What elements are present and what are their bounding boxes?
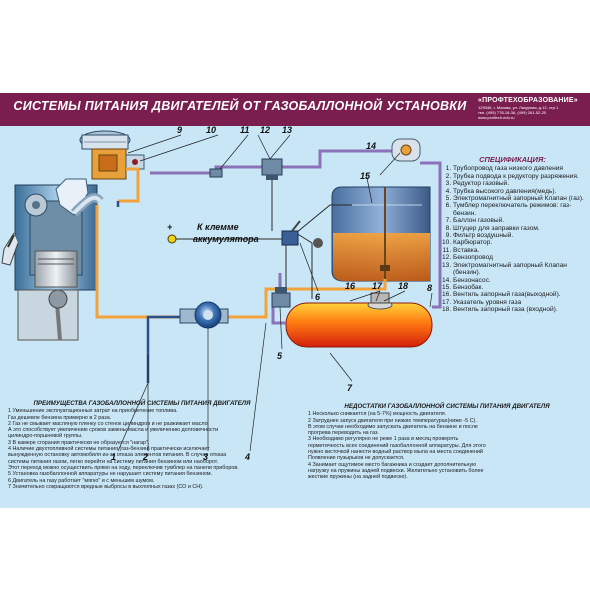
specification-list: СПЕЦИФИКАЦИЯ: Трубопровод газа низкого д… [440,156,585,314]
callout-3: 3 [203,452,208,462]
disadvantages-title: НЕДОСТАТКИ ГАЗОБАЛЛОННОЙ СИСТЕМЫ ПИТАНИЯ… [344,403,550,410]
disadvantages-line: жесткие пружины (на задней подвеске). [308,474,408,481]
callout-15: 15 [360,171,371,181]
callout-5: 5 [277,351,283,361]
publisher-name: «ПРОФТЕХОБРАЗОВАНИЕ» [478,97,578,104]
spec-item: Указатель уровня газа [453,299,585,306]
callout-18: 18 [398,281,408,291]
spec-item: Электромагнитный запорный Клапан (бензин… [453,262,585,277]
spec-item: Тумблер переключатель режимов: газ-бензи… [453,202,585,217]
advantages-line: 5 Установка газобаллонной аппаратуры не … [8,471,213,478]
fuel-pump [391,138,421,162]
advantages-line: Газ дешевле бензина примерно в 2 раза. [8,414,112,421]
solenoid-valve-gas [271,287,291,308]
spec-item: Вентиль запорный газа (входной). [453,306,585,313]
publisher-web: www.proftech.edu.ru [478,115,515,120]
clamp-label-line1: К клемме [197,222,239,232]
battery-clamp [167,234,177,244]
callout-9: 9 [177,125,182,135]
callout-14: 14 [366,141,376,151]
spec-item: Электромагнитный запорный Клапан (газ). [453,195,585,202]
advantages-line: 6 Двигатель на газу работает "мягко" и с… [8,477,155,484]
disadvantages-block: НЕДОСТАТКИ ГАЗОБАЛЛОННОЙ СИСТЕМЫ ПИТАНИЯ… [308,403,586,481]
gas-reducer [179,301,229,329]
publisher-address: 129346, г. Москва, ул. Лазурная, д.12, с… [478,105,559,110]
disadvantages-line: герметичность всех соединений газобаллон… [308,442,486,449]
poster-title: СИСТЕМЫ ПИТАНИЯ ДВИГАТЕЛЕЙ ОТ ГАЗОБАЛЛОН… [13,99,467,113]
spec-item: Вентиль запорный газа(выходной). [453,291,585,298]
disadvantages-line: Появление пузырьков не допускается. [308,455,405,462]
disadvantages-line: 1 Несколько снижается (на 5-7%) мощность… [308,411,447,418]
disadvantages-line: прогрева переводить на газ. [308,430,379,437]
advantages-line: А это способствует увеличению сроков зам… [8,427,219,434]
advantages-line: 4 Наличие двухтопливной системы питания … [8,446,210,453]
wiring [175,171,352,299]
callout-6: 6 [315,292,321,302]
spec-item: Вставка. [453,247,585,254]
spec-item: Трубопровод газа низкого давления [453,165,585,172]
callout-16: 16 [345,281,356,291]
publisher-block: «ПРОФТЕХОБРАЗОВАНИЕ» 129346, г. Москва, … [478,96,584,120]
advantages-line: 1 Уменьшение эксплуатационных затрат на … [8,408,178,415]
advantages-line: 2 Газ не смывает масляную пленку со стен… [8,420,208,427]
spec-item: Бензонасос. [453,277,585,284]
spec-item: Фильтр воздушный. [453,232,585,239]
specification-items: Трубопровод газа низкого давления Трубка… [440,165,585,313]
spec-item: Бензобак. [453,284,585,291]
advantages-title: ПРЕИМУЩЕСТВА ГАЗОБАЛЛОННОЙ СИСТЕМЫ ПИТАН… [33,400,251,407]
title-banner: СИСТЕМЫ ПИТАНИЯ ДВИГАТЕЛЕЙ ОТ ГАЗОБАЛЛОН… [0,93,590,126]
callout-leaders [117,134,433,452]
callout-11: 11 [240,125,249,135]
disadvantages-line: нужно кисточкой нанести водный раствор м… [308,449,483,456]
callout-10: 10 [206,125,216,135]
spec-item: Трубка высокого давления(медь). [453,188,585,195]
insert [209,168,223,178]
solenoid-valve-petrol [261,158,283,180]
advantages-block: ПРЕИМУЩЕСТВА ГАЗОБАЛЛОННОЙ СИСТЕМЫ ПИТАН… [8,400,276,490]
disadvantages-line: 3 Необходимо регулярно не реже 1 раза в … [308,436,459,443]
spec-item: Баллон газовый. [453,217,585,224]
carburetor [91,148,145,180]
spec-item: Редуктор газовый. [453,180,585,187]
disadvantages-line: 4 Занимает ощутимое место багажника и со… [308,461,477,468]
spec-item: Бензопровод [453,254,585,261]
callout-1: 1 [111,452,116,462]
advantages-line: цилиндро-поршневой группы. [8,433,83,440]
clamp-label-line2: аккумулятора [193,234,259,244]
callout-12: 12 [260,125,270,135]
gas-lines [150,149,442,325]
air-filter [79,130,131,150]
callout-7: 7 [347,383,353,393]
engine-block [1,178,104,341]
disadvantages-line: В этом случае необходимо запускать двига… [308,423,478,430]
reducer-lines [116,201,190,383]
petrol-tank [331,186,431,282]
spec-item: Карбюратор. [453,239,585,246]
callout-17: 17 [372,281,383,291]
poster: СИСТЕМЫ ПИТАНИЯ ДВИГАТЕЛЕЙ ОТ ГАЗОБАЛЛОН… [0,93,590,508]
gas-cylinder [285,292,433,348]
clamp-plus: + [167,222,173,232]
advantages-line: 7 Значительно сокращаются вредные выброс… [8,483,204,490]
spec-item: Трубка подвода к редуктору разряжения. [453,173,585,180]
advantages-line: Этот переход можно осуществить прямо на … [8,464,239,471]
callout-13: 13 [282,125,292,135]
mode-toggle-switch [281,220,323,248]
callout-8: 8 [427,283,432,293]
disadvantages-line: 2 Затруднен запуск двигателя при низких … [308,417,477,424]
fuel-system-diagram: + К клемме аккумулятора 1 2 3 [1,125,442,462]
disadvantages-line: нагрузку на пружины задней подвески. Жел… [308,467,484,474]
advantages-line: системы питания газом, легко перейти на … [8,458,219,465]
advantages-line: вынужденную остановку автомобиля из-за о… [8,452,227,459]
publisher-phone: тел. (495) 778-18-36, (499) 261-52-20 [478,110,547,115]
advantages-line: 3 В камере сгорания практически не образ… [8,439,150,446]
spec-item: Штуцер для заправки газом. [453,225,585,232]
callout-4: 4 [244,452,250,462]
specification-title: СПЕЦИФИКАЦИЯ: [479,155,546,164]
callout-2: 2 [142,452,148,462]
